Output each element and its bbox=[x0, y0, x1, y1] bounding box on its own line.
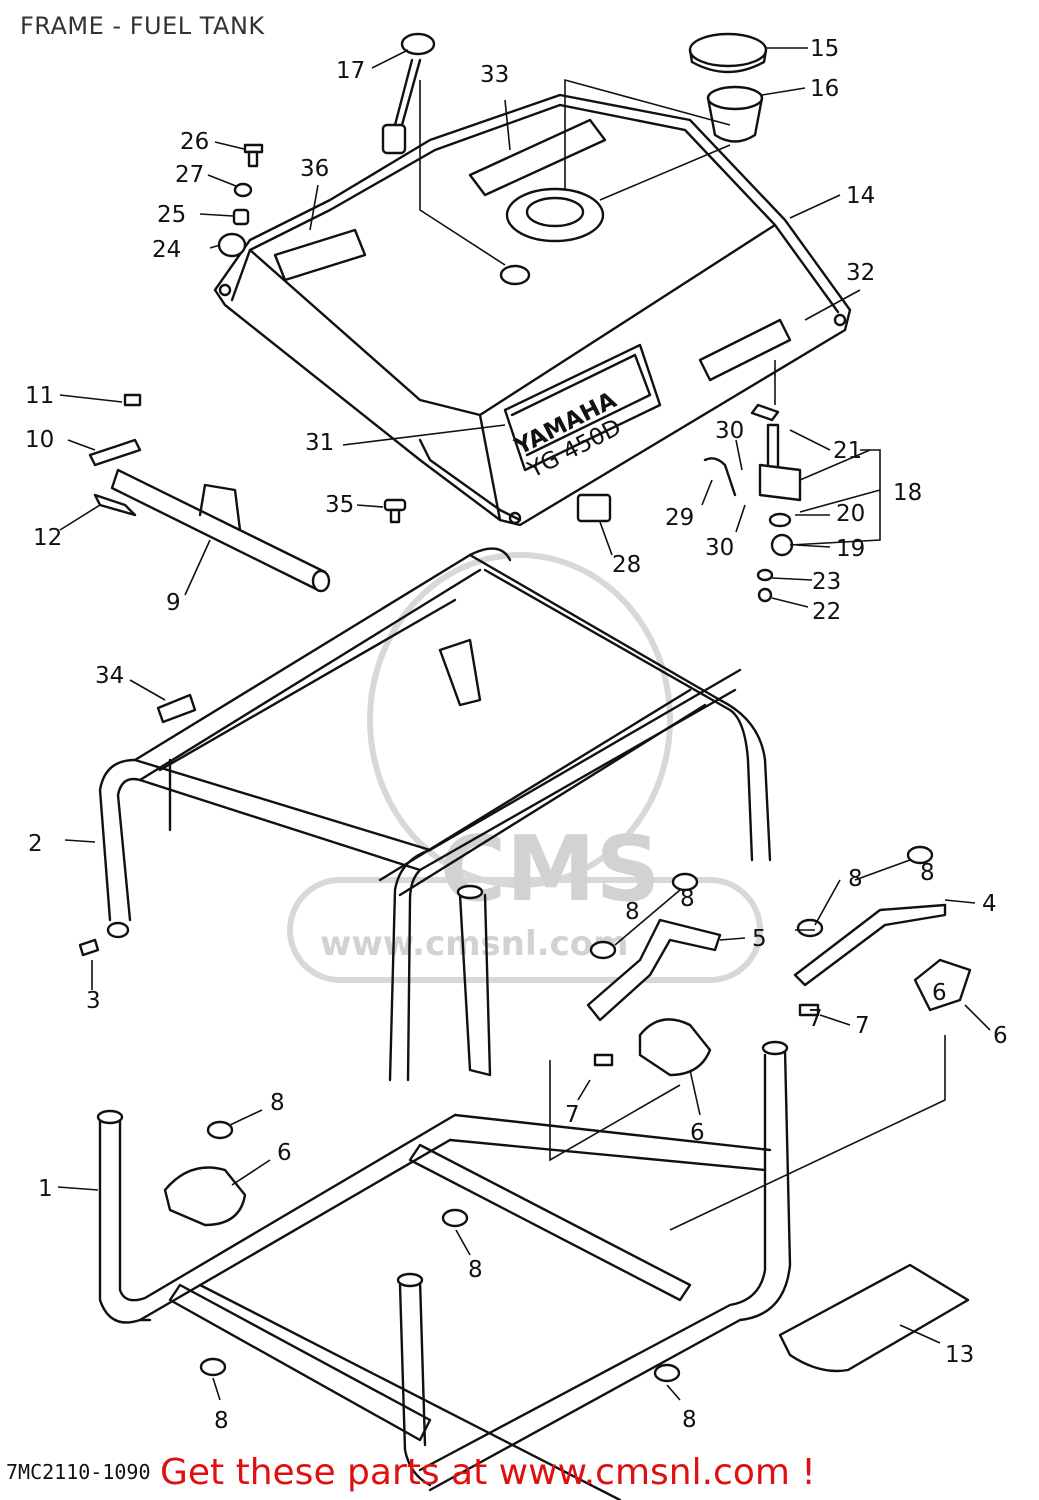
callout-8-d: 8 bbox=[468, 1257, 483, 1283]
callout-30-b: 30 bbox=[705, 535, 734, 561]
label-34 bbox=[156, 693, 197, 724]
handle-bar bbox=[88, 393, 331, 593]
callout-2: 2 bbox=[28, 831, 43, 857]
callout-18: 18 bbox=[893, 480, 922, 506]
callout-8-e: 8 bbox=[214, 1408, 229, 1434]
mounting-hardware-24-27 bbox=[217, 143, 264, 258]
rubber-mount bbox=[163, 958, 972, 1227]
diagram-code: 7MC2110-1090 bbox=[6, 1460, 151, 1484]
callout-36: 36 bbox=[300, 156, 329, 182]
callout-16: 16 bbox=[810, 76, 839, 102]
fuel-cock-assembly bbox=[703, 360, 802, 603]
callout-5: 5 bbox=[752, 926, 767, 952]
screw-35 bbox=[383, 498, 407, 524]
callout-31: 31 bbox=[305, 430, 334, 456]
fuel-strainer bbox=[706, 85, 764, 143]
bolts bbox=[78, 938, 820, 1067]
callout-20: 20 bbox=[836, 501, 865, 527]
callout-21: 21 bbox=[833, 438, 862, 464]
callout-28: 28 bbox=[612, 552, 641, 578]
engine-mount-bracket-4 bbox=[793, 903, 947, 987]
leader-lines bbox=[57, 47, 991, 1401]
watermark-logo-text: CMS bbox=[440, 817, 660, 922]
callout-24: 24 bbox=[152, 237, 181, 263]
callout-12: 12 bbox=[33, 525, 62, 551]
bracket-28 bbox=[576, 493, 612, 523]
watermark-url: www.cmsnl.com bbox=[320, 924, 629, 964]
callout-1: 1 bbox=[38, 1176, 53, 1202]
fuel-gauge bbox=[381, 32, 506, 266]
frame-lower bbox=[96, 884, 792, 1500]
callout-7-a: 7 bbox=[855, 1013, 870, 1039]
callout-6-b: 6 bbox=[690, 1120, 705, 1146]
callout-4: 4 bbox=[982, 891, 997, 917]
callout-10: 10 bbox=[25, 427, 54, 453]
callout-8-a: 8 bbox=[848, 866, 863, 892]
callout-33: 33 bbox=[480, 62, 509, 88]
callout-17: 17 bbox=[336, 58, 365, 84]
callout-8-g: 8 bbox=[920, 860, 935, 886]
callout-8-c: 8 bbox=[270, 1090, 285, 1116]
engine-mount-bracket-5 bbox=[586, 918, 722, 1022]
nuts bbox=[199, 845, 934, 1383]
callout-35: 35 bbox=[325, 492, 354, 518]
callout-6-c: 6 bbox=[277, 1140, 292, 1166]
fuel-tank: YAMAHA YG 450D bbox=[213, 93, 852, 527]
callout-32: 32 bbox=[846, 260, 875, 286]
callout-29: 29 bbox=[665, 505, 694, 531]
callout-26: 26 bbox=[180, 129, 209, 155]
callout-14: 14 bbox=[846, 183, 875, 209]
callout-26-27: 27 bbox=[175, 162, 204, 188]
callout-7-c: 7 bbox=[808, 1006, 823, 1032]
callout-8-h: 8 bbox=[680, 886, 695, 912]
callout-labels: 1 2 3 4 5 6 6 6 6 7 7 7 8 8 8 8 8 8 8 8 … bbox=[25, 36, 1008, 1434]
callout-8-b: 8 bbox=[625, 899, 640, 925]
callout-3: 3 bbox=[86, 988, 101, 1014]
callout-30-a: 30 bbox=[715, 418, 744, 444]
callout-6-d: 6 bbox=[932, 980, 947, 1006]
callout-19: 19 bbox=[836, 536, 865, 562]
cover-13 bbox=[778, 1263, 970, 1373]
callout-9: 9 bbox=[166, 590, 181, 616]
callout-13: 13 bbox=[945, 1342, 974, 1368]
frame-upper bbox=[98, 547, 772, 1082]
callout-15: 15 bbox=[810, 36, 839, 62]
callout-8-f: 8 bbox=[682, 1407, 697, 1433]
callout-25: 25 bbox=[157, 202, 186, 228]
fuel-cap bbox=[688, 32, 768, 74]
callout-34: 34 bbox=[95, 663, 124, 689]
callout-23: 23 bbox=[812, 569, 841, 595]
page-title: FRAME - FUEL TANK bbox=[20, 12, 265, 40]
callout-7-b: 7 bbox=[565, 1102, 580, 1128]
watermark-logo: CMS www.cmsnl.com bbox=[287, 552, 763, 983]
callout-11: 11 bbox=[25, 383, 54, 409]
promo-link[interactable]: Get these parts at www.cmsnl.com ! bbox=[160, 1452, 816, 1493]
callout-6-a: 6 bbox=[993, 1023, 1008, 1049]
callout-22: 22 bbox=[812, 599, 841, 625]
